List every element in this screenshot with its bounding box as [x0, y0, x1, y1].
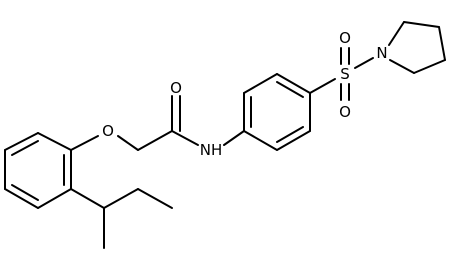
bond: [4, 188, 39, 209]
bond: [309, 78, 336, 94]
bond: [37, 132, 72, 151]
bond: [438, 26, 446, 61]
bond: [354, 57, 374, 69]
bond: [103, 188, 139, 209]
sec-butyl-group: [70, 188, 173, 249]
bond: [37, 188, 72, 209]
amide-nitrogen-label: NH: [200, 141, 223, 159]
bond: [413, 59, 446, 74]
sulfur-label: S: [340, 65, 350, 83]
sulfonylphenyl-benzene-ring: [243, 73, 311, 151]
carbonyl-oxygen-label: O: [170, 79, 182, 97]
bond: [243, 130, 278, 151]
double-bond-inner: [276, 126, 304, 143]
sulfonyl-oxygen-bottom-label: O: [339, 103, 351, 121]
bond: [403, 21, 440, 28]
sulfonyl-group: S O O: [309, 29, 374, 121]
pyrrolidine-ring: N: [376, 21, 446, 74]
double-bond-inner: [11, 140, 39, 156]
bond: [70, 135, 99, 151]
bond: [388, 21, 405, 46]
bond: [243, 73, 278, 94]
sulfonyl-oxygen-top-label: O: [339, 29, 351, 47]
bond: [276, 130, 311, 151]
bond: [171, 130, 199, 146]
ether-linkage: O: [70, 122, 139, 151]
phenoxy-benzene-ring: [4, 132, 72, 209]
bond: [389, 59, 415, 74]
bond: [117, 135, 139, 151]
bond: [276, 73, 311, 94]
acetamide-linkage: O NH: [137, 79, 245, 159]
bond: [223, 130, 245, 146]
ether-oxygen-label: O: [102, 122, 114, 140]
bond: [137, 130, 173, 151]
double-bond-inner: [11, 184, 39, 201]
bond: [4, 132, 39, 151]
double-bond-inner: [276, 81, 304, 98]
pyrrolidine-nitrogen-label: N: [376, 44, 387, 62]
bond: [137, 188, 173, 209]
bond: [70, 188, 105, 209]
